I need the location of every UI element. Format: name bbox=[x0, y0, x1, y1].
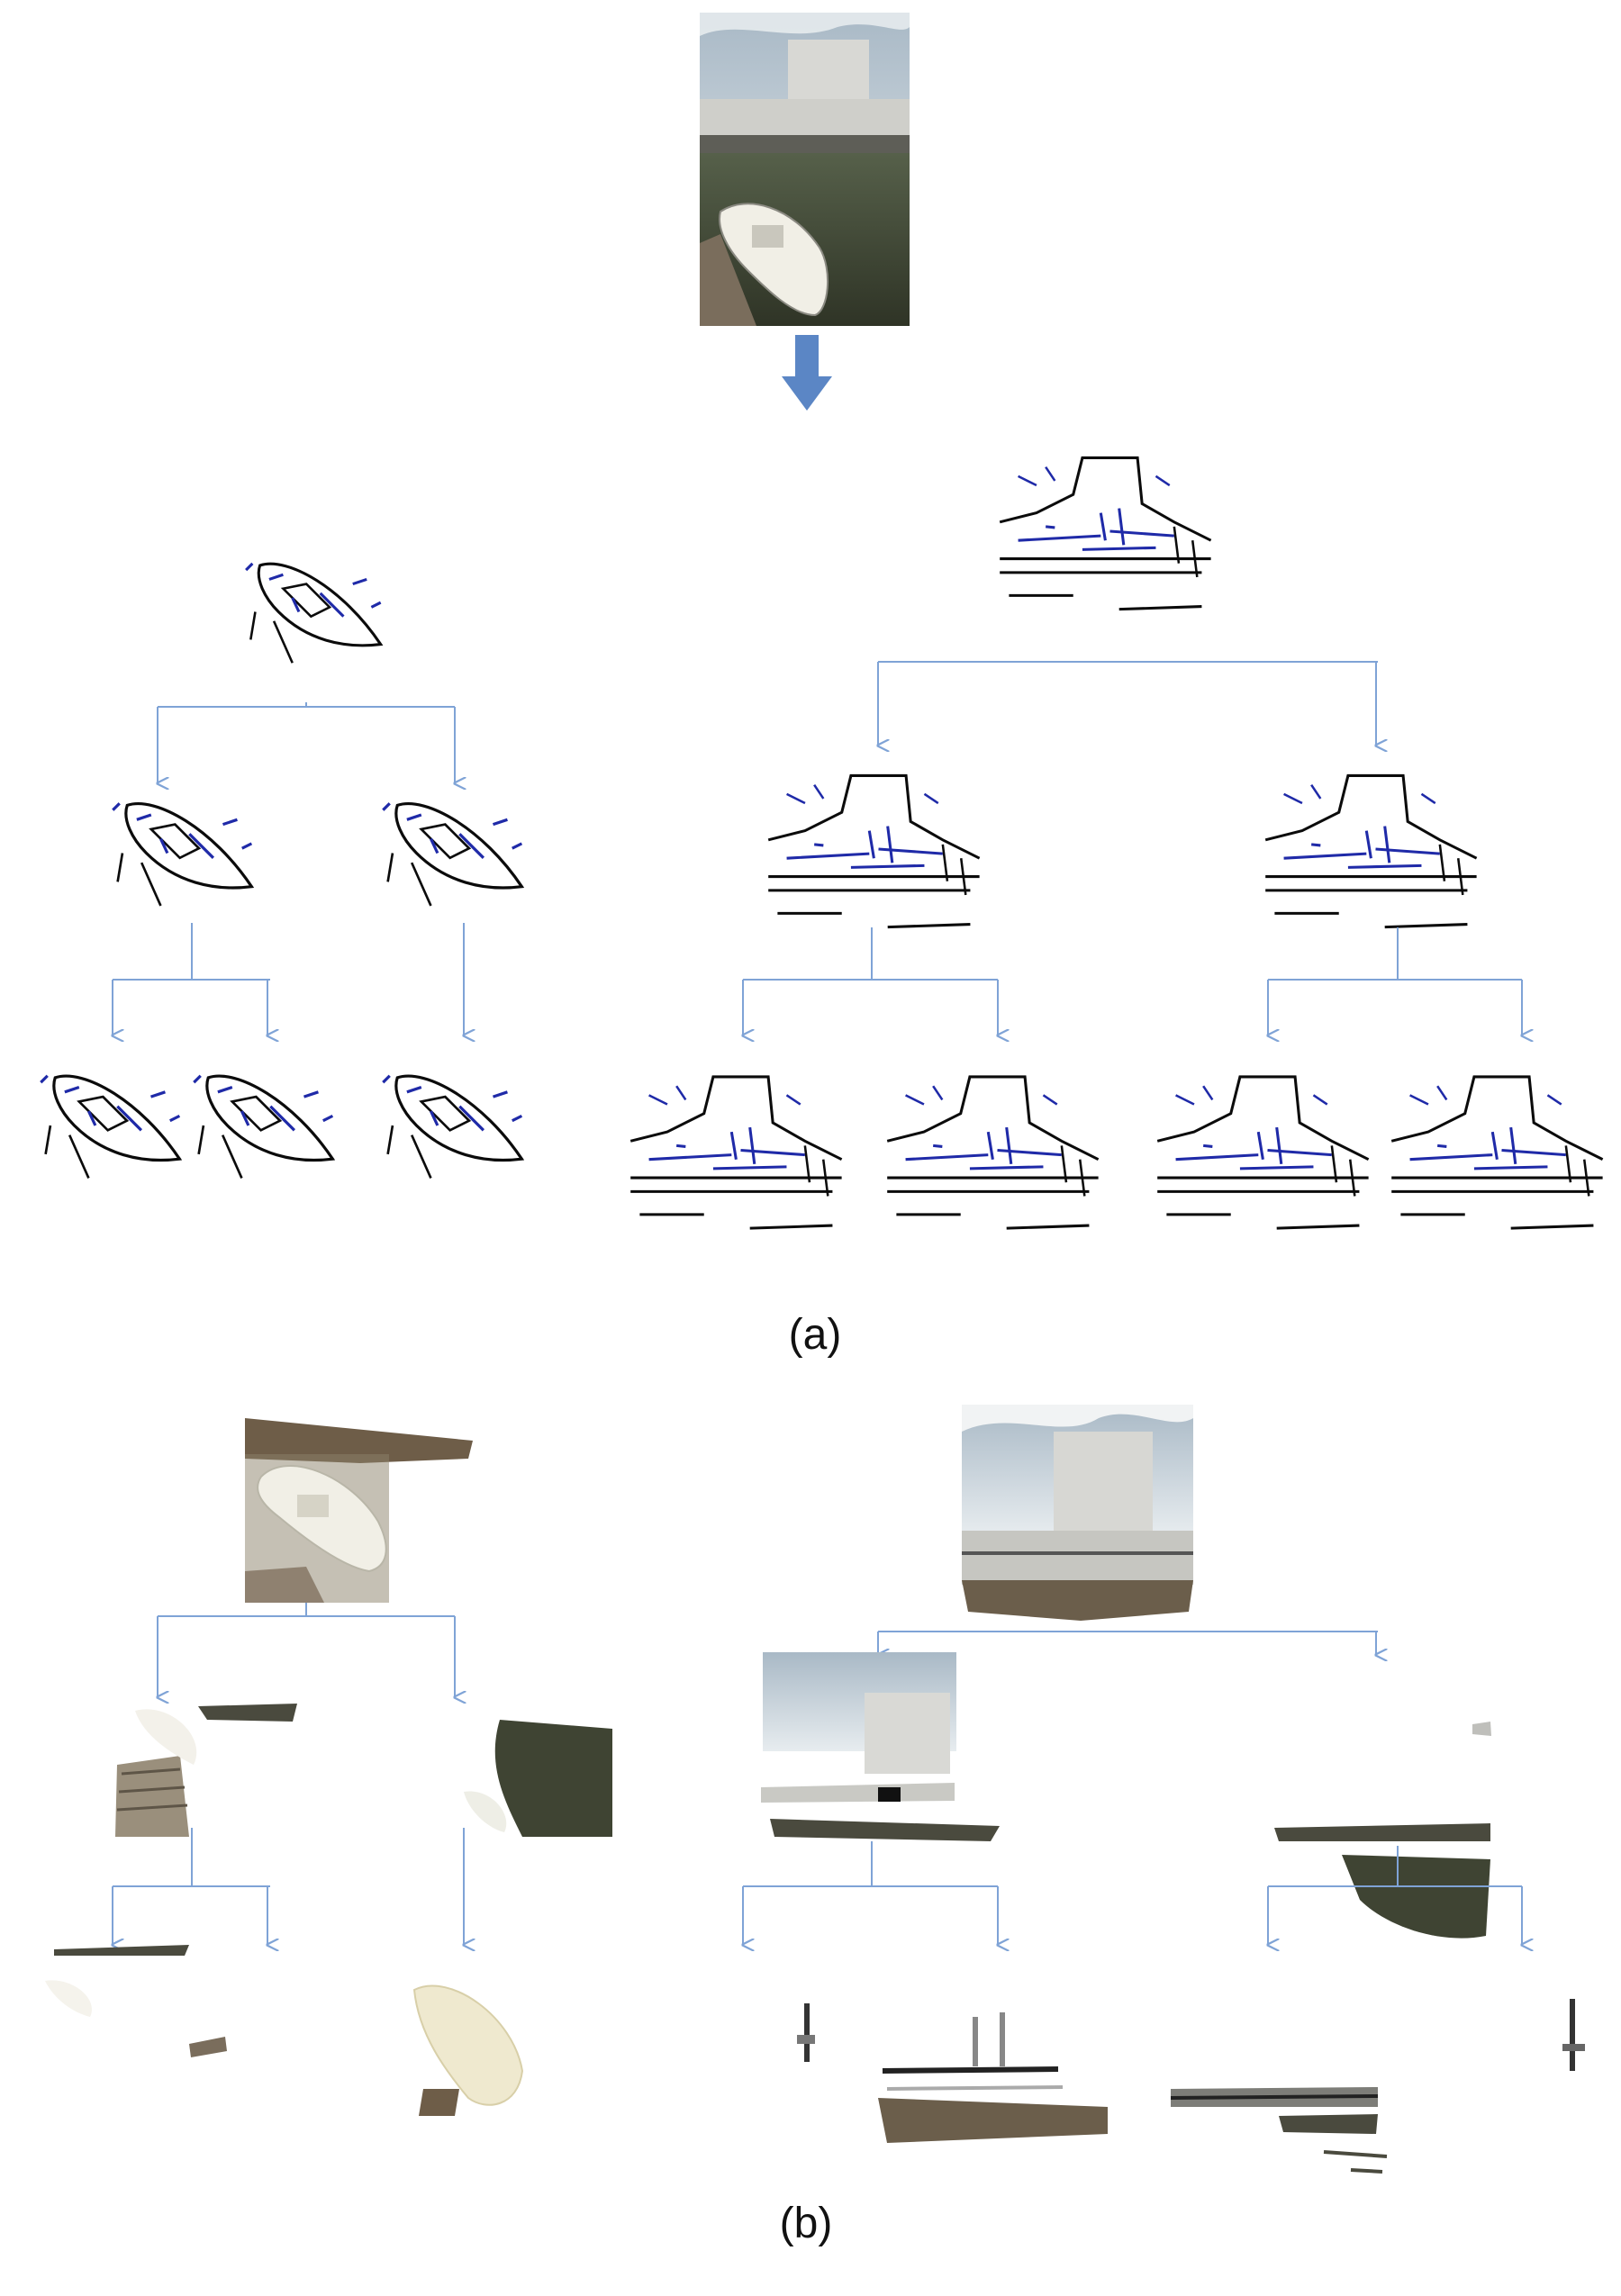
segment-boat-root bbox=[245, 1418, 473, 1603]
edge-map-building-child-left bbox=[766, 773, 982, 929]
edge-map-building-leaf-2 bbox=[885, 1075, 1100, 1230]
segment-building-root bbox=[962, 1405, 1193, 1621]
edge-map-building-leaf-3 bbox=[1155, 1075, 1371, 1230]
edge-map-boat-child-right bbox=[381, 801, 524, 908]
panel-a-label: (a) bbox=[789, 1311, 842, 1359]
edge-map-boat-root bbox=[244, 562, 383, 664]
segment-boat-child-left bbox=[115, 1704, 297, 1837]
segment-building-leaf-2 bbox=[878, 2012, 1108, 2143]
panel-b-label: (b) bbox=[780, 2200, 833, 2247]
edge-map-building-leaf-4 bbox=[1390, 1075, 1605, 1230]
segment-building-leaf-4 bbox=[1562, 1999, 1585, 2071]
edge-map-building-root bbox=[998, 456, 1213, 611]
segment-building-child-left bbox=[761, 1652, 1000, 1841]
edge-map-building-child-right bbox=[1263, 773, 1479, 929]
edge-map-boat-leaf-1 bbox=[41, 1076, 179, 1179]
edge-map-building-leaf-1 bbox=[629, 1075, 844, 1230]
panel-b-boat-tree bbox=[45, 1418, 612, 2116]
segment-boat-child-right bbox=[464, 1720, 612, 1837]
panel-a-building-tree bbox=[629, 456, 1605, 1230]
segment-building-leaf-1 bbox=[797, 2003, 815, 2062]
edge-map-boat-leaf-2 bbox=[194, 1076, 332, 1179]
panel-b-building-tree bbox=[743, 1405, 1585, 2174]
segment-boat-leaf-1 bbox=[45, 1945, 227, 2057]
edge-map-boat-child-left bbox=[111, 801, 254, 908]
segment-building-leaf-3 bbox=[1170, 2087, 1388, 2174]
edge-map-boat-leaf-3 bbox=[383, 1076, 521, 1179]
panel-a-boat-tree bbox=[41, 562, 524, 1179]
segment-boat-leaf-2 bbox=[412, 1984, 524, 2116]
source-photo bbox=[700, 13, 910, 326]
segment-building-child-right bbox=[1274, 1722, 1491, 1939]
down-arrow-icon bbox=[782, 335, 832, 411]
